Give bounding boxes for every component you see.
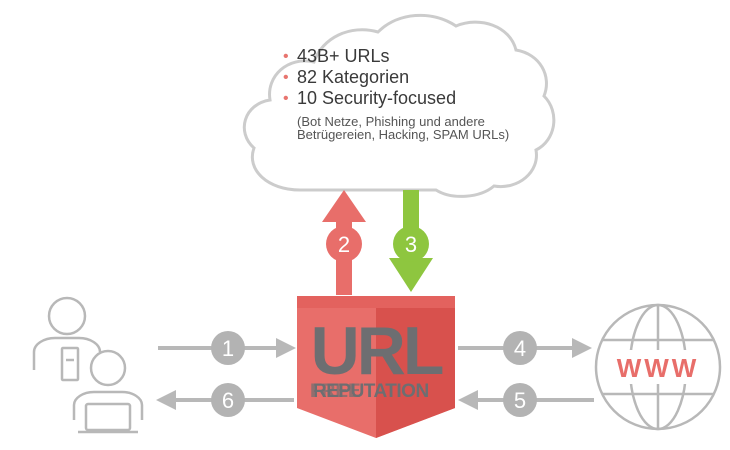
www-label: WWW: [617, 353, 700, 383]
cloud-bullet-list: • 43B+ URLs • 82 Kategorien • 10 Security-f…: [283, 46, 513, 109]
users-icon: [32, 296, 144, 434]
step-2-label: 2: [338, 232, 350, 257]
step-5-label: 5: [514, 388, 526, 413]
cloud-content: • 43B+ URLs • 82 Kategorien • 10 Security-f…: [283, 46, 513, 141]
shield-subtitle: REPUTATION: [313, 381, 429, 402]
cloud-note: (Bot Netze, Phishing und andere Betrüger…: [297, 114, 510, 142]
globe-icon: [594, 303, 722, 431]
shield-title: URL: [311, 313, 443, 389]
step-1-label: 1: [222, 336, 234, 361]
cloud-icon: [242, 13, 556, 198]
bullet-icon: •: [283, 48, 289, 65]
cloud-bullet-item: • 43B+ URLs: [283, 46, 513, 67]
step-4-label: 4: [514, 336, 526, 361]
step-6-label: 6: [222, 388, 234, 413]
bullet-text: 43B+ URLs: [297, 46, 390, 66]
cloud-bullet-item: • 10 Security-focused: [283, 88, 513, 109]
step-2-arrow-up: 2: [322, 190, 366, 295]
bullet-text: 10 Security-focused: [297, 88, 457, 108]
step-3-arrow-down: 3: [389, 190, 433, 292]
step-3-label: 3: [405, 232, 417, 257]
step-6-arrow-left: 6: [156, 383, 294, 417]
step-5-arrow-left: 5: [458, 383, 594, 417]
cloud-bullet-item: • 82 Kategorien: [283, 67, 513, 88]
step-4-arrow-right: 4: [458, 331, 592, 365]
bullet-text: 82 Kategorien: [297, 67, 410, 87]
shield-icon: URL FREE REPUTATION: [297, 296, 455, 438]
bullet-icon: •: [283, 69, 289, 86]
step-1-arrow-right: 1: [158, 331, 296, 365]
bullet-icon: •: [283, 90, 289, 107]
shield-subtitle-overlap: FREE: [310, 381, 361, 402]
